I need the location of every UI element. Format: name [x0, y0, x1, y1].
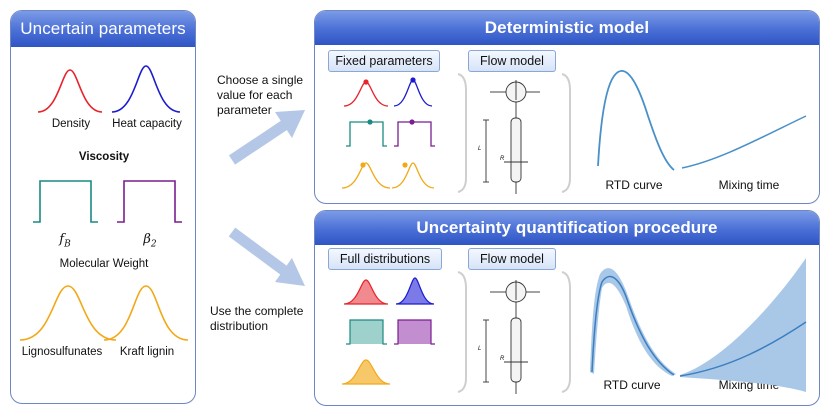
arrow-to-deterministic	[228, 110, 305, 165]
det-radius-symbol: R	[500, 156, 505, 162]
density-label: Density	[51, 118, 91, 130]
uncertain-parameters-header: Uncertain parameters	[11, 11, 195, 47]
uq-right-bracket	[561, 271, 571, 393]
full-distributions-chip: Full distributions	[328, 248, 442, 270]
single-value-note: Choose a single value for each parameter	[217, 73, 304, 117]
fixed-beta2-uniform	[394, 121, 435, 147]
full-beta2-distribution	[394, 319, 435, 345]
det-left-bracket	[457, 73, 467, 193]
full-density-distribution	[343, 279, 389, 305]
uq-rtd-mean-curve	[591, 275, 675, 376]
det-mixing-time-label: Mixing time	[718, 178, 780, 192]
fixed-lignosulfonates-marker	[360, 162, 366, 168]
lignosulfonates-distribution-curve	[19, 285, 117, 341]
det-length-symbol: L	[478, 146, 482, 152]
fb-uniform-distribution	[33, 180, 98, 223]
full-lignin-distribution	[341, 359, 391, 385]
deterministic-model-title: Deterministic model	[484, 18, 650, 37]
fixed-kraft-lignin-marker	[402, 162, 408, 168]
uncertainty-quantification-title: Uncertainty quantification procedure	[416, 218, 718, 237]
kraft-lignin-distribution-curve	[103, 285, 189, 341]
kraft-lignin-label: Kraft lignin	[119, 346, 175, 358]
deterministic-model-header: Deterministic model	[315, 11, 819, 45]
fixed-kraft-lignin-curve	[391, 162, 435, 189]
full-heat-capacity-distribution	[395, 277, 435, 305]
det-rtd-curve-label: RTD curve	[605, 178, 663, 192]
uq-mixing-uncertainty-band	[680, 258, 806, 392]
uq-rtd-curve-label: RTD curve	[603, 378, 661, 392]
uq-flow-model-schematic	[483, 280, 540, 394]
uq-left-bracket	[457, 271, 467, 393]
full-distributions-group	[341, 277, 435, 385]
uq-radius-symbol: R	[500, 356, 505, 362]
beta2-parameter-label: β2	[143, 232, 157, 250]
heat-capacity-label: Heat capacity	[112, 118, 182, 130]
fixed-beta2-marker	[409, 119, 415, 125]
uncertain-parameters-panel: Uncertain parameters	[10, 10, 196, 404]
lignosulfonates-label: Lignosulfunates	[21, 346, 103, 358]
fixed-fb-uniform	[346, 121, 387, 147]
det-tubular-reactor	[510, 117, 522, 183]
heat-capacity-distribution-curve	[111, 65, 181, 113]
arrow-to-uncertainty	[228, 227, 305, 286]
fixed-density-marker	[363, 79, 369, 85]
fixed-fb-marker	[367, 119, 373, 125]
fixed-lignosulfonates-curve	[341, 162, 391, 189]
fb-parameter-label: fB	[59, 232, 71, 250]
det-rtd-curve	[597, 70, 675, 171]
fixed-parameters-chip: Fixed parameters	[328, 50, 440, 72]
uncertainty-quantification-header: Uncertainty quantification procedure	[315, 211, 819, 245]
uncertain-parameters-title: Uncertain parameters	[20, 19, 186, 38]
density-distribution-curve	[37, 69, 103, 113]
det-mixing-time-curve	[681, 115, 807, 169]
deterministic-model-panel: Deterministic model	[314, 10, 820, 204]
uq-tubular-reactor	[510, 317, 522, 383]
det-flow-model-schematic	[483, 80, 540, 194]
uq-rtd-uncertainty-band	[590, 268, 676, 376]
beta2-uniform-distribution	[117, 180, 182, 223]
uq-mixing-mean-curve	[679, 321, 807, 377]
uq-flow-model-chip: Flow model	[468, 248, 556, 270]
molecular-weight-label: Molecular Weight	[59, 258, 149, 270]
full-fb-distribution	[346, 319, 387, 345]
viscosity-label: Viscosity	[78, 151, 130, 163]
fixed-parameters-group	[341, 77, 435, 189]
det-flow-model-chip: Flow model	[468, 50, 556, 72]
fixed-density-curve	[343, 81, 389, 107]
complete-distribution-note: Use the complete distribution	[210, 304, 304, 333]
fixed-heat-capacity-curve	[393, 79, 433, 107]
fixed-heat-capacity-marker	[410, 77, 416, 83]
uq-length-symbol: L	[478, 346, 482, 352]
det-right-bracket	[561, 73, 571, 193]
